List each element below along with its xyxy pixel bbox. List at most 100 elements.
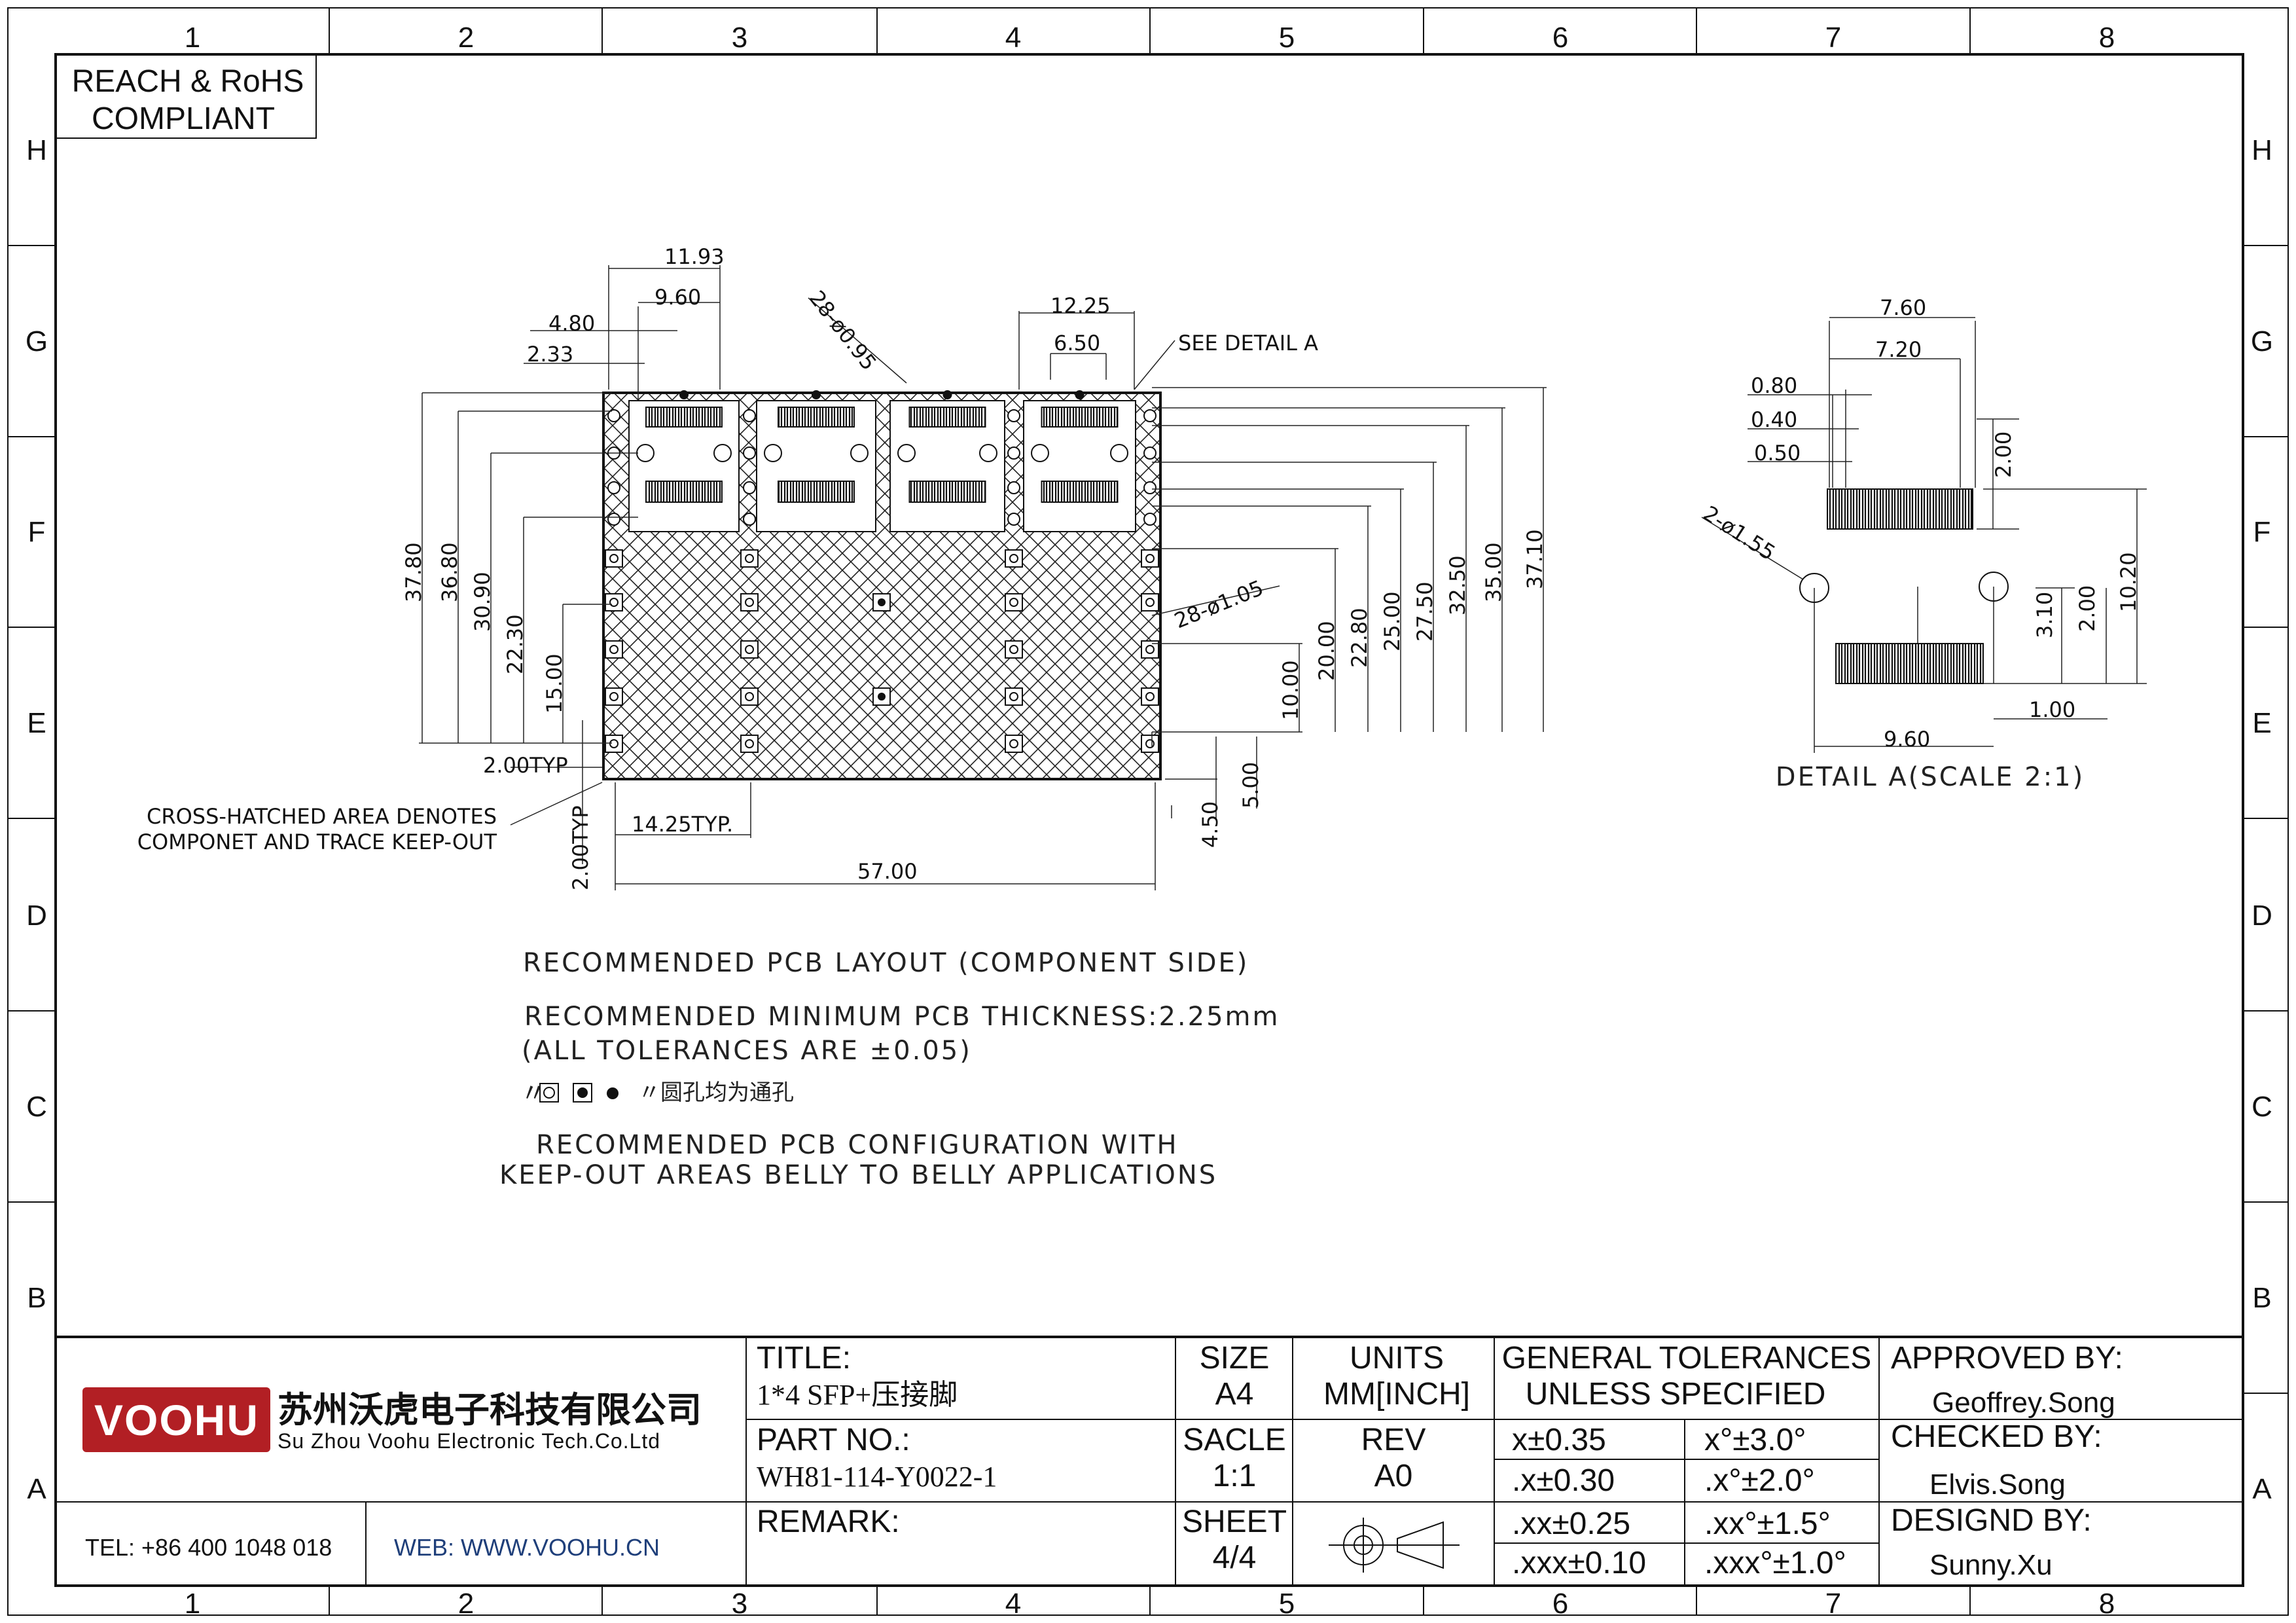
dim-4-50: 4.50 xyxy=(1198,801,1223,848)
press-fit-hole xyxy=(1005,735,1023,753)
dim-20-00: 20.00 xyxy=(1314,621,1339,681)
dim-14-25-typ: 14.25TYP. xyxy=(632,812,733,837)
zone-row-right: E xyxy=(2252,707,2271,739)
zone-col-top: 5 xyxy=(1279,22,1295,54)
bottom-dimensions xyxy=(615,782,1156,890)
compliance-line1: REACH & RoHS xyxy=(72,64,304,99)
press-fit-hole-center xyxy=(878,693,886,701)
note-config-line1: RECOMMENDED PCB CONFIGURATION WITH xyxy=(536,1130,1179,1160)
part-no-value: WH81-114-Y0022-1 xyxy=(757,1461,997,1493)
zone-row-left: B xyxy=(27,1282,46,1314)
press-fit-hole-center xyxy=(1145,692,1155,701)
title-label: TITLE: xyxy=(757,1341,851,1376)
press-fit-hole-center xyxy=(745,645,754,654)
zone-col-bottom: 6 xyxy=(1552,1588,1568,1620)
right-dimensions xyxy=(1151,387,1547,818)
alignment-hole xyxy=(979,444,997,462)
press-fit-hole-center xyxy=(609,739,619,748)
detail-dim-0-50: 0.50 xyxy=(1754,441,1801,465)
round-hole-icon xyxy=(607,1087,619,1099)
tolerance-linear: x±0.35 xyxy=(1512,1423,1606,1457)
tolerance-angular: .x°±2.0° xyxy=(1704,1463,1815,1498)
alignment-hole xyxy=(1110,444,1128,462)
dim-57-00: 57.00 xyxy=(857,859,918,884)
contact-row-lower xyxy=(908,481,986,503)
zone-row-right: B xyxy=(2252,1282,2271,1314)
keepout-note-line1: CROSS-HATCHED AREA DENOTES xyxy=(147,804,497,829)
see-detail-a-label: SEE DETAIL A xyxy=(1178,331,1318,356)
dim-15-00: 15.00 xyxy=(542,653,567,714)
contact-row-upper xyxy=(908,407,986,428)
compliance-line2: COMPLIANT xyxy=(92,101,275,136)
detail-dim-holes-155: 2-ø1.55 xyxy=(1699,501,1780,566)
company-name-en: Su Zhou Voohu Electronic Tech.Co.Ltd xyxy=(278,1429,660,1453)
press-fit-hole-center xyxy=(1145,554,1155,563)
press-fit-hole-center xyxy=(609,645,619,654)
press-fit-hole-center xyxy=(745,554,754,563)
zone-row-right: C xyxy=(2251,1091,2272,1123)
alignment-hole xyxy=(897,444,916,462)
edge-hole xyxy=(743,409,756,422)
edge-hole xyxy=(743,513,756,526)
detail-dim-7-20: 7.20 xyxy=(1875,337,1922,362)
zone-row-right: H xyxy=(2251,134,2272,166)
zone-col-bottom: 8 xyxy=(2099,1588,2115,1620)
dim-35-00: 35.00 xyxy=(1481,542,1506,602)
checked-by-value: Elvis.Song xyxy=(1929,1468,2066,1501)
tolerance-linear: .xx±0.25 xyxy=(1512,1506,1630,1541)
top-hole xyxy=(942,390,952,399)
press-fit-hole-center xyxy=(609,554,619,563)
press-fit-hole-center xyxy=(1009,598,1018,607)
zone-col-bottom: 2 xyxy=(458,1588,474,1620)
detail-dim-10-20: 10.20 xyxy=(2116,552,2141,612)
keepout-note-line2: COMPONET AND TRACE KEEP-OUT xyxy=(137,830,497,854)
title-block: VOOHU 苏州沃虎电子科技有限公司 Su Zhou Voohu Electro… xyxy=(56,1336,2243,1586)
dim-2-33: 2.33 xyxy=(527,342,573,367)
detail-a: 7.60 7.20 0.80 0.40 0.50 2.00 2-ø1.55 10… xyxy=(1699,295,2147,792)
projection-symbol-icon xyxy=(1329,1518,1460,1573)
press-fit-hole xyxy=(1141,593,1159,611)
top-hole xyxy=(1075,390,1085,399)
detail-dim-3-10: 3.10 xyxy=(2032,592,2057,638)
alignment-hole xyxy=(764,444,782,462)
tolerance-angular: .xxx°±1.0° xyxy=(1704,1546,1846,1580)
zone-col-top: 8 xyxy=(2099,22,2115,54)
dim-36-80: 36.80 xyxy=(437,542,462,602)
detail-a-caption: DETAIL A(SCALE 2:1) xyxy=(1776,762,2085,792)
dim-holes-095: 28-ø0.95 xyxy=(804,286,882,375)
outer-border xyxy=(7,7,2289,1616)
pcb-layout: 11.93 9.60 4.80 2.33 28-ø0.95 12.25 6.50… xyxy=(137,244,1547,890)
compliance-box: REACH & RoHS COMPLIANT xyxy=(55,54,317,139)
dim-9-60: 9.60 xyxy=(655,285,701,310)
press-fit-hole xyxy=(740,687,759,706)
zone-row-left: C xyxy=(26,1091,47,1123)
detail-pin-row-lower xyxy=(1835,643,1984,684)
edge-hole xyxy=(1007,409,1020,422)
edge-hole xyxy=(1007,447,1020,460)
dim-6-50: 6.50 xyxy=(1054,331,1100,356)
press-fit-hole xyxy=(1005,549,1023,568)
top-hole xyxy=(679,390,689,399)
contact-row-upper xyxy=(645,407,723,428)
dim-22-80: 22.80 xyxy=(1347,608,1372,668)
zone-col-top: 6 xyxy=(1552,22,1568,54)
edge-hole xyxy=(1143,513,1157,526)
alignment-hole xyxy=(850,444,869,462)
dim-30-90: 30.90 xyxy=(470,572,495,632)
press-fit-hole-center xyxy=(1009,645,1018,654)
zone-col-bottom: 5 xyxy=(1279,1588,1295,1620)
dim-2-00-typ-h: 2.00TYP xyxy=(483,753,568,778)
zone-col-top: 4 xyxy=(1005,22,1021,54)
cage-openings xyxy=(628,390,1136,532)
press-fit-hole xyxy=(605,735,623,753)
alignment-hole xyxy=(713,444,732,462)
company-web[interactable]: WEB: WWW.VOOHU.CN xyxy=(394,1534,660,1561)
note-thickness: RECOMMENDED MINIMUM PCB THICKNESS:2.25mm xyxy=(524,1002,1280,1032)
contact-row-lower xyxy=(645,481,723,503)
edge-hole xyxy=(1143,447,1157,460)
press-fit-hole xyxy=(740,640,759,659)
size-value: A4 xyxy=(1215,1377,1254,1412)
note-layout: RECOMMENDED PCB LAYOUT (COMPONENT SIDE) xyxy=(523,948,1249,978)
edge-hole xyxy=(1007,481,1020,494)
